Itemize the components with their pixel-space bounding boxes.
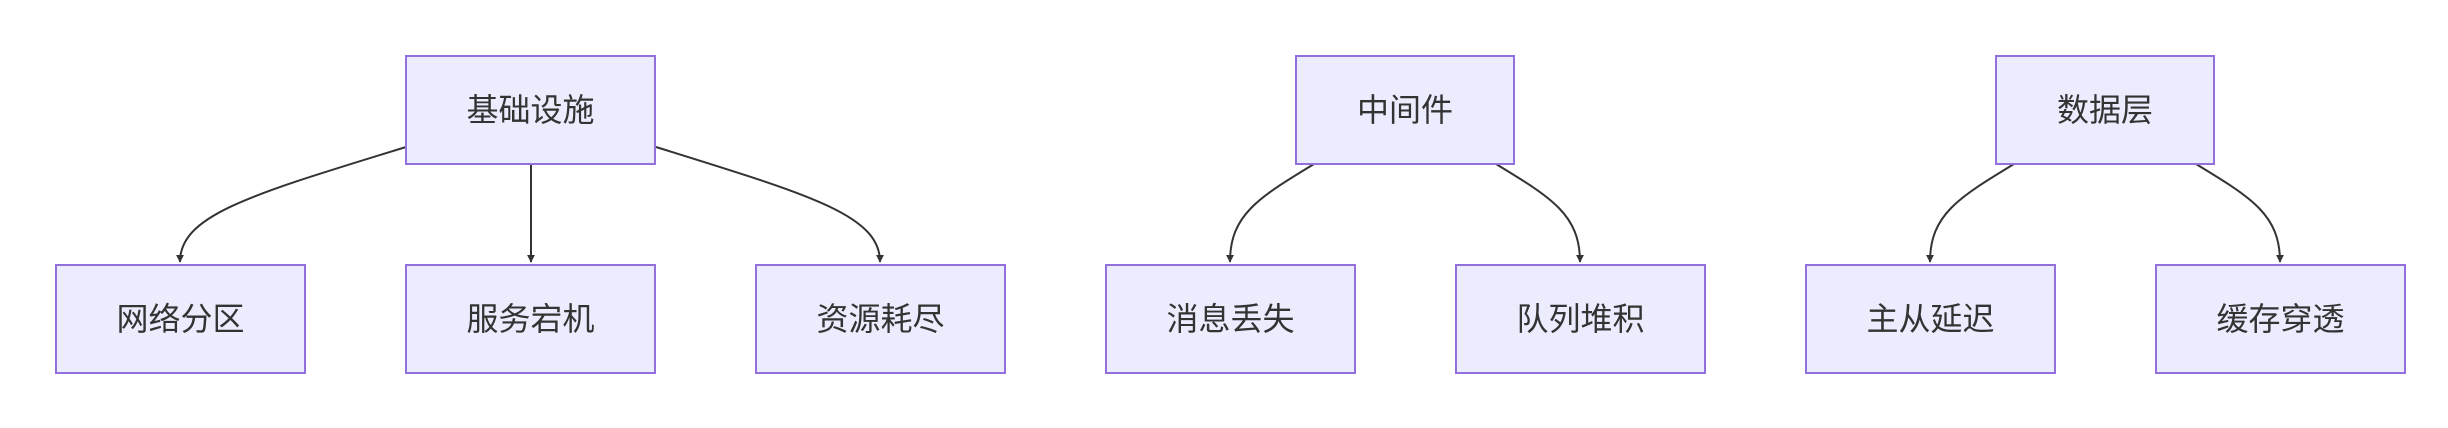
node-infrastructure[interactable]: 基础设施	[405, 55, 656, 165]
node-queue-backlog[interactable]: 队列堆积	[1455, 264, 1706, 374]
node-data-layer[interactable]: 数据层	[1995, 55, 2215, 165]
node-service-down[interactable]: 服务宕机	[405, 264, 656, 374]
edge-data-cache	[2195, 163, 2284, 263]
svg-text:资源耗尽: 资源耗尽	[816, 300, 944, 338]
edge-middleware-queue	[1495, 163, 1584, 263]
node-message-loss[interactable]: 消息丢失	[1105, 264, 1356, 374]
svg-text:基础设施: 基础设施	[466, 91, 594, 129]
svg-text:消息丢失: 消息丢失	[1166, 300, 1294, 338]
svg-text:缓存穿透: 缓存穿透	[2216, 300, 2344, 338]
edges	[176, 146, 2284, 263]
svg-text:服务宕机: 服务宕机	[466, 300, 594, 338]
node-middleware[interactable]: 中间件	[1295, 55, 1515, 165]
node-replication-lag[interactable]: 主从延迟	[1805, 264, 2056, 374]
node-network-partition[interactable]: 网络分区	[55, 264, 306, 374]
svg-text:网络分区: 网络分区	[116, 300, 244, 338]
edge-infra-resource	[655, 146, 884, 263]
edge-data-replication	[1926, 163, 2015, 263]
edge-infra-network	[176, 146, 407, 263]
node-resource-exhaustion[interactable]: 资源耗尽	[755, 264, 1006, 374]
svg-text:队列堆积: 队列堆积	[1516, 300, 1644, 338]
edge-middleware-message	[1226, 163, 1315, 263]
svg-text:主从延迟: 主从延迟	[1866, 300, 1994, 338]
svg-text:数据层: 数据层	[2057, 91, 2153, 129]
svg-text:中间件: 中间件	[1357, 91, 1453, 129]
node-cache-penetration[interactable]: 缓存穿透	[2155, 264, 2406, 374]
